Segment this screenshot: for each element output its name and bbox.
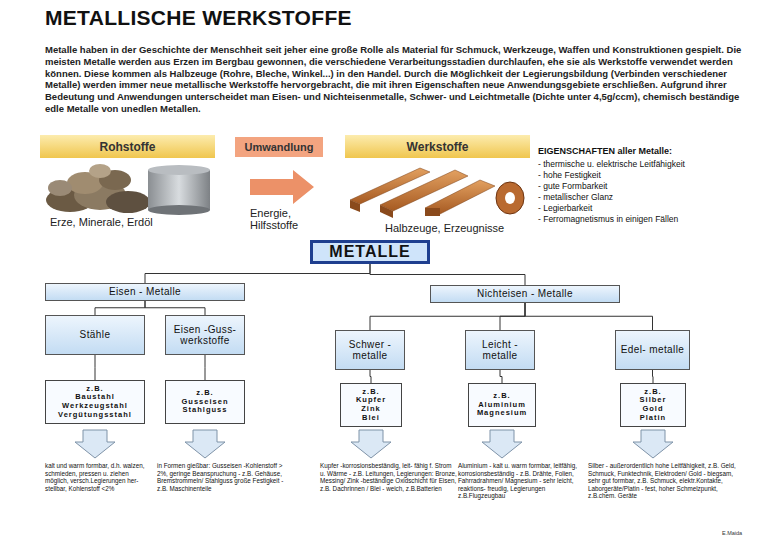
property-item: - gute Formbarkeit — [538, 181, 763, 191]
example-box: z.B.Kupfer Zink Blei — [340, 383, 402, 427]
node-text: z.B. — [362, 388, 379, 397]
tree-connector — [370, 264, 525, 285]
node-text: Werkstoffe — [407, 140, 469, 154]
conversion-arrow — [250, 170, 314, 204]
tree-connector — [145, 301, 205, 316]
category-box: Nichteisen - Metalle — [430, 285, 620, 303]
property-item: - Legierbarkeit — [538, 203, 763, 213]
semi-finished-products — [350, 168, 524, 218]
category-box: Leicht - metalle — [465, 330, 535, 370]
example-box: z.B.Aluminium Magnesium — [468, 383, 536, 427]
node-text: Umwandlung — [244, 141, 313, 153]
description-text: Silber - außerordentlich hohe Leitfähigk… — [588, 462, 736, 500]
node-text: Eisen - Metalle — [109, 286, 181, 298]
node-text: Rohstoffe — [100, 140, 156, 154]
description-text: Kupfer -korrosionsbeständig, leit- fähig… — [320, 462, 458, 492]
node-text: Nichteisen - Metalle — [477, 288, 573, 300]
tree-connector — [500, 370, 502, 383]
node-text: z.B. — [493, 392, 510, 401]
property-heading: EIGENSCHAFTEN aller Metalle: — [538, 146, 763, 156]
description-text: Aluminium - kalt u. warm formbar, leitfä… — [458, 462, 588, 500]
stage-bar: Werkstoffe — [345, 135, 530, 158]
page-title: METALLISCHE WERKSTOFFE — [45, 6, 352, 30]
signature: E.Maida — [722, 530, 762, 536]
node-text: Edel- metalle — [621, 344, 685, 356]
node-text: METALLE — [329, 243, 410, 261]
tree-connector — [95, 301, 145, 316]
node-text: Schwer -metalle — [338, 339, 402, 362]
node-text: z.B. — [644, 388, 661, 397]
description-text: kalt und warm formbar, d.h. walzen, schm… — [45, 462, 153, 492]
category-box: Edel- metalle — [615, 330, 690, 370]
tree-connector — [525, 303, 653, 331]
oil-tank — [148, 165, 210, 215]
stage-bar: Rohstoffe — [40, 135, 215, 158]
node-text: Eisen -Guss- werkstoffe — [168, 324, 242, 347]
node-text: Silber Gold Platin — [640, 396, 667, 422]
caption-text: Halbzeuge, Erzeugnisse — [385, 222, 545, 234]
intro-text: Metalle haben in der Geschichte der Mens… — [45, 44, 745, 115]
tree-connector — [205, 355, 206, 380]
block-arrows — [75, 430, 673, 458]
category-box: Schwer -metalle — [335, 330, 405, 370]
node-text: Leicht - metalle — [468, 339, 532, 362]
tree-connector — [370, 370, 371, 383]
example-box: z.B.Silber Gold Platin — [620, 383, 686, 427]
node-text: z.B. — [196, 389, 213, 398]
node-text: Stähle — [80, 329, 111, 341]
category-box: Eisen -Guss- werkstoffe — [165, 315, 245, 355]
node-text: Aluminium Magnesium — [477, 401, 527, 418]
node-text: Kupfer Zink Blei — [356, 396, 386, 422]
ore-pile — [46, 164, 150, 213]
tree-connector — [652, 370, 654, 383]
root-box: METALLE — [310, 240, 430, 264]
stage-bar: Umwandlung — [235, 137, 323, 157]
example-box: z.B.Gusseisen Stahlguss — [165, 380, 245, 424]
caption-text: Erze, Minerale, Erdöl — [50, 216, 220, 228]
property-item: - hohe Festigkeit — [538, 170, 763, 180]
node-text: Baustahl Werkzeugstahl Vergütungsstahl — [58, 393, 132, 419]
property-item: - thermische u. elektrische Leitfähigkei… — [538, 159, 763, 169]
caption-text: Energie, Hilfsstoffe — [250, 207, 330, 231]
category-box: Eisen - Metalle — [45, 283, 245, 301]
tree-connector — [500, 303, 525, 331]
node-text: Gusseisen Stahlguss — [182, 398, 229, 415]
property-item: - Ferromagnetismus in einigen Fällen — [538, 214, 763, 224]
tree-connector — [95, 355, 96, 380]
tree-connector — [145, 264, 370, 283]
property-item: - metallischer Glanz — [538, 192, 763, 202]
category-box: Stähle — [45, 315, 145, 355]
node-text: z.B. — [86, 385, 103, 394]
example-box: z.B.Baustahl Werkzeugstahl Vergütungssta… — [45, 380, 145, 424]
tree-connector — [370, 303, 525, 331]
description-text: in Formen gießbar: Gusseisen -Kohlenstof… — [157, 462, 292, 492]
